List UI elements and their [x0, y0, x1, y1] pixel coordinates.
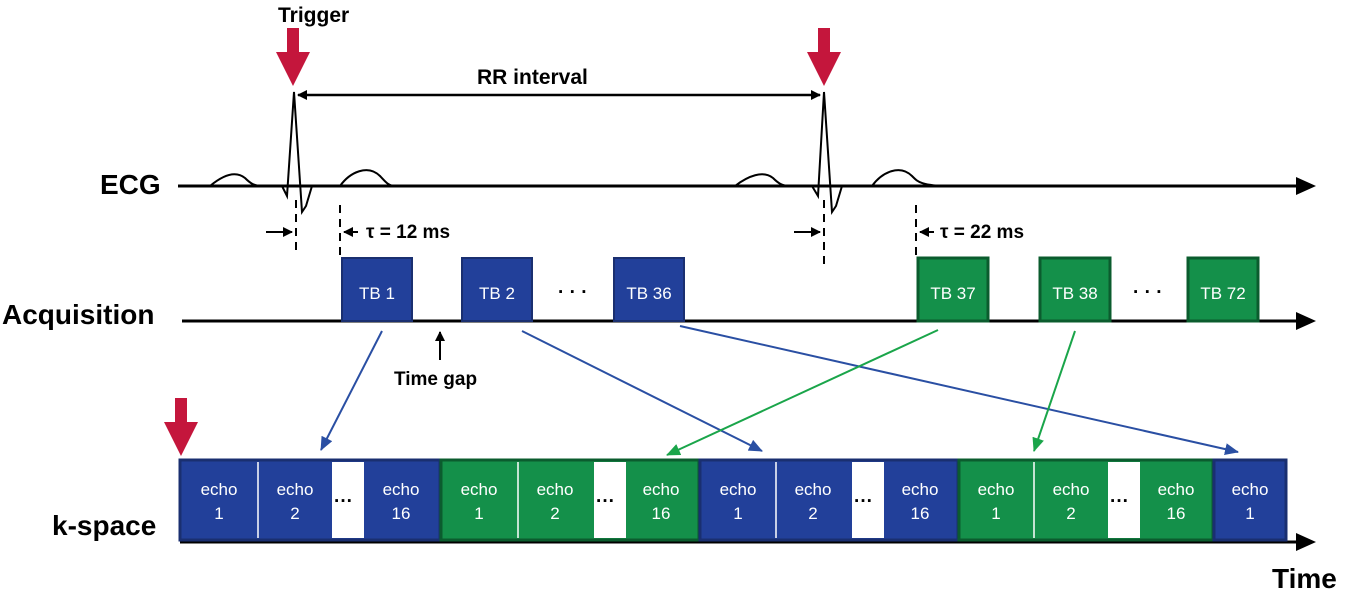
echo-num: 2: [808, 504, 817, 523]
tb37-label: TB 37: [930, 284, 975, 303]
echo-num: 1: [474, 504, 483, 523]
trigger-arrow-kspace: [164, 398, 198, 456]
echo-num: 1: [214, 504, 223, 523]
echo-word: echo: [978, 480, 1015, 499]
kspace-axis-arrowhead: [1296, 533, 1316, 551]
time-label: Time: [1272, 563, 1337, 594]
kspace-ellipsis: ···: [334, 491, 353, 512]
tb2-label: TB 2: [479, 284, 515, 303]
ecg-label: ECG: [100, 169, 161, 200]
map-arrow-tb1: [320, 330, 383, 451]
echo-word: echo: [1232, 480, 1269, 499]
time-gap-label: Time gap: [394, 369, 477, 390]
kspace-group-4: ··· echo 1 echo 2 echo 16: [957, 458, 1215, 542]
echo-num: 16: [652, 504, 671, 523]
kspace-group-3: ··· echo 1 echo 2 echo 16: [698, 458, 960, 542]
kspace-label: k-space: [52, 510, 156, 541]
map-arrow-tb36: [679, 325, 1239, 455]
ecg-axis-arrowhead: [1296, 177, 1316, 195]
echo-num: 1: [1245, 504, 1254, 523]
acquisition-block-tb38: TB 38: [1038, 256, 1112, 323]
acquisition-block-tb72: TB 72: [1186, 256, 1260, 323]
ecg-waveform-1: [209, 91, 396, 216]
echo-word: echo: [795, 480, 832, 499]
tb1-label: TB 1: [359, 284, 395, 303]
map-arrow-tb38: [1032, 330, 1076, 452]
echo-word: echo: [720, 480, 757, 499]
acquisition-block-tb36: TB 36: [613, 257, 685, 322]
echo-word: echo: [537, 480, 574, 499]
kspace-group-1: ··· echo 1 echo 2 echo 16: [178, 458, 442, 542]
tb72-label: TB 72: [1200, 284, 1245, 303]
echo-word: echo: [383, 480, 420, 499]
echo-word: echo: [1053, 480, 1090, 499]
echo-word: echo: [643, 480, 680, 499]
echo-num: 16: [911, 504, 930, 523]
tau-2-label: τ = 22 ms: [940, 222, 1024, 243]
trigger-arrow-2: [807, 28, 841, 86]
echo-num: 1: [733, 504, 742, 523]
kspace-ellipsis: ···: [596, 491, 615, 512]
echo-word: echo: [1158, 480, 1195, 499]
echo-word: echo: [461, 480, 498, 499]
trigger-arrow-1: [276, 28, 310, 86]
acquisition-label: Acquisition: [2, 299, 154, 330]
tb36-label: TB 36: [626, 284, 671, 303]
trigger-label: Trigger: [278, 4, 349, 27]
kspace-group-2: ··· echo 1 echo 2 echo 16: [439, 458, 701, 542]
acquisition-block-tb2: TB 2: [461, 257, 533, 322]
acquisition-block-tb37: TB 37: [916, 256, 990, 323]
acquisition-block-tb1: TB 1: [341, 257, 413, 322]
tb38-label: TB 38: [1052, 284, 1097, 303]
echo-num: 16: [392, 504, 411, 523]
tau-1-label: τ = 12 ms: [366, 222, 450, 243]
acquisition-axis-arrowhead: [1296, 312, 1316, 330]
map-arrow-tb37: [666, 329, 939, 456]
echo-num: 16: [1167, 504, 1186, 523]
echo-word: echo: [277, 480, 314, 499]
echo-num: 1: [991, 504, 1000, 523]
acquisition-ellipsis-1: · · ·: [558, 282, 588, 303]
kspace-ellipsis: ···: [854, 491, 873, 512]
rr-interval-label: RR interval: [477, 66, 588, 89]
ecg-waveform-2: [734, 91, 951, 216]
acquisition-ellipsis-2: · · ·: [1133, 282, 1163, 303]
echo-word: echo: [902, 480, 939, 499]
echo-word: echo: [201, 480, 238, 499]
echo-num: 2: [550, 504, 559, 523]
kspace-group-5: echo 1: [1212, 458, 1288, 542]
echo-num: 2: [1066, 504, 1075, 523]
kspace-ellipsis: ···: [1110, 491, 1129, 512]
map-arrow-tb2: [521, 330, 763, 452]
echo-num: 2: [290, 504, 299, 523]
